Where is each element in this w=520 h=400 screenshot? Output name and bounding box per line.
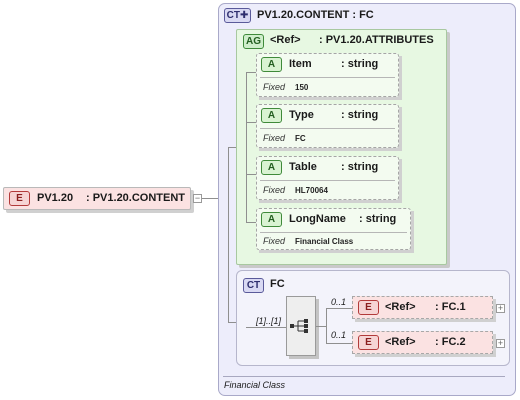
connector-line [228, 322, 236, 323]
connector-line [246, 174, 256, 175]
attribute-badge-icon: A [261, 160, 282, 175]
attribute-type-field[interactable]: A Type : string Fixed FC [256, 104, 399, 148]
attribute-type: : string [341, 161, 379, 173]
attribute-fixed-value: FC [295, 134, 306, 143]
child-ref-label: <Ref> [385, 336, 416, 348]
child-cardinality: 0..1 [331, 330, 347, 340]
connector-line [326, 308, 352, 309]
connector-line [246, 72, 256, 73]
child-element-fc1[interactable]: E <Ref> : FC.1 [352, 296, 493, 319]
attribute-table[interactable]: A Table : string Fixed HL70064 [256, 156, 399, 200]
attribute-fixed-label: Fixed [263, 82, 286, 92]
connector-line [228, 147, 236, 148]
attribute-name: Type [289, 109, 314, 121]
connector-line [326, 308, 327, 343]
attribute-fixed-label: Fixed [263, 236, 286, 246]
attribute-divider [260, 180, 395, 181]
attribute-badge-icon: A [261, 212, 282, 227]
complex-type-badge-icon: CT✚ [224, 8, 251, 23]
connector-line [246, 327, 286, 328]
footer-divider [223, 376, 505, 377]
fc-complex-type-badge-icon: CT [243, 278, 264, 293]
child-cardinality: 0..1 [331, 297, 347, 307]
child-ref-value: : FC.2 [435, 336, 466, 348]
attribute-longname[interactable]: A LongName : string Fixed Financial Clas… [256, 208, 411, 250]
root-element[interactable]: E PV1.20 : PV1.20.CONTENT [3, 187, 191, 210]
attribute-group-badge-icon: AG [243, 34, 264, 49]
child-ref-value: : FC.1 [435, 301, 466, 313]
attribute-item[interactable]: A Item : string Fixed 150 [256, 53, 399, 97]
attribute-name: Table [289, 161, 317, 173]
connector-line [246, 222, 256, 223]
attribute-type: : string [341, 109, 379, 121]
root-element-name: PV1.20 [37, 192, 74, 204]
attribute-fixed-value: 150 [295, 83, 309, 92]
sequence-cardinality: [1]..[1] [256, 316, 282, 326]
element-badge-icon: E [358, 300, 379, 315]
fc-complex-type-title: FC [270, 278, 285, 290]
connector-line [246, 72, 247, 222]
attribute-badge-icon: A [261, 108, 282, 123]
child-element-fc2[interactable]: E <Ref> : FC.2 [352, 331, 493, 354]
attribute-name: LongName [289, 213, 346, 225]
root-element-type: : PV1.20.CONTENT [86, 192, 186, 204]
attribute-divider [260, 77, 395, 78]
connector-line [316, 326, 326, 327]
attribute-divider [260, 128, 395, 129]
attribute-fixed-value: Financial Class [295, 237, 354, 246]
child-ref-label: <Ref> [385, 301, 416, 313]
sequence-icon [290, 319, 308, 333]
connector-line [246, 122, 256, 123]
attribute-type: : string [359, 213, 397, 225]
attribute-group-ref-value: : PV1.20.ATTRIBUTES [319, 34, 434, 46]
expand-fc2-icon[interactable]: + [496, 338, 505, 348]
attribute-fixed-value: HL70064 [295, 186, 328, 195]
attribute-type: : string [341, 58, 379, 70]
connector-line [202, 198, 218, 199]
attribute-divider [260, 232, 407, 233]
attribute-fixed-label: Fixed [263, 133, 286, 143]
connector-line [326, 343, 352, 344]
connector-line [228, 147, 229, 322]
element-badge-icon: E [9, 191, 30, 206]
sequence-compositor[interactable] [286, 296, 316, 356]
expand-fc1-icon[interactable]: + [496, 303, 505, 313]
attribute-fixed-label: Fixed [263, 185, 286, 195]
attribute-name: Item [289, 58, 312, 70]
collapse-root-icon[interactable]: − [193, 193, 202, 203]
complex-type-footer: Financial Class [224, 380, 286, 390]
element-badge-icon: E [358, 335, 379, 350]
attribute-badge-icon: A [261, 57, 282, 72]
complex-type-title: PV1.20.CONTENT : FC [257, 9, 374, 21]
attribute-group-ref-label: <Ref> [270, 34, 301, 46]
